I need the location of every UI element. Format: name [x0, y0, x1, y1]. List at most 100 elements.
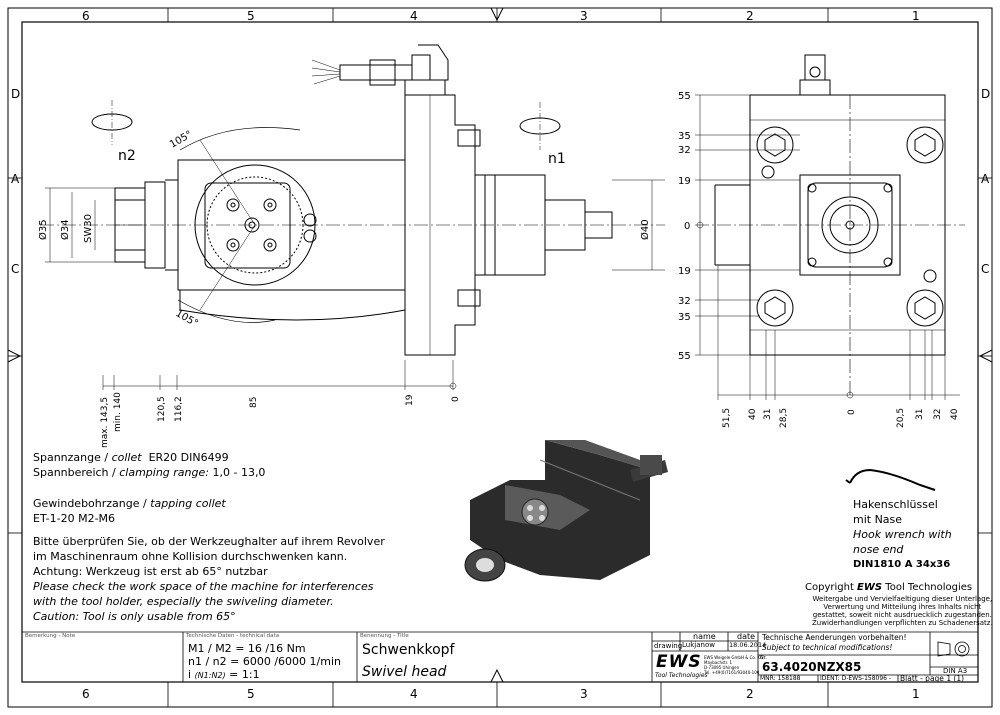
- wrench-de-1: Hakenschlüssel: [853, 498, 938, 511]
- frame-labels: 6 5 4 3 2 1 6 5 4 3 2 1 D C D C A A: [11, 9, 990, 701]
- projection-symbol-icon: [937, 641, 970, 657]
- warning-de-1: Bitte überprüfen Sie, ob der Werkzeughal…: [33, 535, 385, 548]
- wrench-en-1: Hook wrench with: [853, 528, 952, 541]
- side-view-labels: 55 35 32 19 0 19 32 35 55 51,5 40 31 28,…: [678, 91, 960, 428]
- row-label-d-right: D: [981, 87, 990, 101]
- company-line-1: EWS Weigele GmbH & Co. KG: [704, 655, 764, 660]
- ratio-line: i (N1:N2) = 1:1: [188, 669, 260, 680]
- drawing-date: 18.06.2014: [729, 641, 767, 649]
- side-dim-51-5: 51,5: [722, 408, 732, 428]
- dim-120-5: 120,5: [157, 396, 167, 422]
- sheet-value: 1 (1): [946, 674, 965, 683]
- drawing-number: 63.4020NZX85: [762, 660, 862, 674]
- dim-d34: Ø34: [59, 219, 71, 240]
- mnr-number: MNR: 158188: [760, 675, 801, 682]
- warning-de-2: im Maschinenraum ohne Kollision durchsch…: [33, 550, 348, 563]
- col-label-1-bottom: 1: [912, 687, 920, 701]
- title-en: Swivel head: [362, 664, 447, 680]
- warning-en-1: Please check the work space of the machi…: [33, 580, 374, 593]
- side-dim-19-top: 19: [678, 176, 691, 187]
- col-label-6: 6: [82, 9, 90, 23]
- side-dim-35-top: 35: [678, 131, 691, 142]
- company-address: EWS Weigele GmbH & Co. KG Maybachstr. 1 …: [704, 655, 763, 675]
- wrench-en-2: nose end: [853, 543, 904, 556]
- wrench-spec: DIN1810 A 34x36: [853, 559, 951, 570]
- notes-block: Spannzange / collet ER20 DIN6499 Spannbe…: [33, 450, 385, 624]
- ews-logo: EWS: [656, 652, 702, 672]
- ews-logo-sub: Tool Technologies: [655, 672, 708, 679]
- side-dim-19-bottom: 19: [678, 266, 691, 277]
- range-en: clamping range:: [119, 466, 209, 479]
- speed-label: n1 / n2: [188, 655, 227, 668]
- side-marker-left: A: [11, 172, 20, 186]
- nr-label: Nr.: [760, 655, 767, 661]
- paper-format: DIN A3: [943, 667, 968, 675]
- drawer-name: Lukjanow: [682, 641, 715, 649]
- dim-min-140: min. 140: [113, 392, 123, 432]
- side-dim-35-bottom: 35: [678, 312, 691, 323]
- sheet-frame: [7, 7, 993, 708]
- company-line-3: D-73095 Uhingen: [704, 665, 740, 670]
- side-dim-32-right: 32: [933, 409, 943, 420]
- side-dim-0: 0: [684, 221, 690, 232]
- tech-data-label: Technische Daten - technical data: [186, 633, 280, 639]
- row-label-c: C: [11, 262, 19, 276]
- side-dim-31-right: 31: [915, 409, 925, 420]
- col-label-4-bottom: 4: [410, 687, 418, 701]
- front-view-labels: n2 n1 105° 105° Ø35 Ø34 SW30 Ø40 max. 14…: [37, 129, 651, 448]
- torque-value: = 16 /16 Nm: [235, 642, 306, 655]
- collet-spec: ER20 DIN6499: [148, 451, 229, 464]
- dim-sw30: SW30: [83, 214, 94, 243]
- dim-0: 0: [451, 396, 461, 402]
- side-dim-55-top: 55: [678, 91, 691, 102]
- side-marker-right: A: [981, 172, 990, 186]
- rotation-label-n1: n1: [548, 151, 566, 167]
- dim-d35: Ø35: [37, 219, 49, 240]
- copyright-line-2: Verwertung und Mitteilung ihres Inhalts …: [823, 603, 982, 611]
- copyright-title: Copyright EWS Tool Technologies: [805, 583, 972, 593]
- title-de: Schwenkkopf: [362, 642, 455, 658]
- copyright-prefix: Copyright: [805, 582, 858, 593]
- tapping-spec: ET-1-20 M2-M6: [33, 512, 116, 525]
- tapping-line: Gewindebohrzange / tapping collet: [33, 496, 385, 511]
- col-label-3: 3: [580, 9, 588, 23]
- title-block-grid: [22, 631, 978, 682]
- angle-label-top: 105°: [168, 129, 194, 151]
- sheet-info: Blatt - page 1 (1): [900, 675, 964, 683]
- copyright-brand: EWS: [857, 582, 883, 593]
- ratio-sub: (N1:N2): [194, 671, 226, 680]
- col-label-5-bottom: 5: [247, 687, 255, 701]
- ratio-label: i: [188, 668, 192, 681]
- designation-label: Benennung - Title: [360, 633, 409, 639]
- dim-max-143-5: max. 143,5: [100, 397, 110, 448]
- wrench-note: Hakenschlüssel mit Nase Hook wrench with…: [853, 497, 952, 572]
- drawing-label: drawing: [654, 642, 683, 650]
- change-note-en: Subject to technical modifications!: [762, 643, 893, 652]
- range-val: 1,0 - 13,0: [212, 466, 266, 479]
- side-dim-55-bottom: 55: [678, 351, 691, 362]
- rotation-label-n2: n2: [118, 148, 136, 164]
- range-de: Spannbereich /: [33, 466, 116, 479]
- sheet-label: Blatt - page: [900, 674, 944, 683]
- note-label: Bemerkung - Note: [25, 633, 76, 639]
- change-note-de: Technische Aenderungen vorbehalten!: [762, 633, 907, 642]
- col-label-1: 1: [912, 9, 920, 23]
- front-view: [40, 44, 665, 390]
- dim-d40: Ø40: [639, 219, 651, 240]
- company-line-2: Maybachstr. 1: [704, 660, 733, 665]
- dim-116-2: 116,2: [174, 396, 184, 422]
- dim-85: 85: [249, 397, 259, 408]
- copyright-line-1: Weitergabe und Vervielfaeltigung dieser …: [812, 595, 993, 603]
- name-header: name: [693, 632, 716, 641]
- side-dim-32-top: 32: [678, 145, 691, 156]
- side-dim-31-left: 31: [763, 409, 773, 420]
- copyright-line-4: Zuwiderhandlungen verpflichten zu Schade…: [812, 619, 993, 627]
- hook-wrench-icon: [845, 468, 936, 491]
- side-dim-40-left: 40: [748, 408, 758, 420]
- speed-value: = 6000 /6000 1/min: [230, 655, 341, 668]
- wrench-de-2: mit Nase: [853, 513, 903, 526]
- col-label-2-bottom: 2: [746, 687, 754, 701]
- col-label-4: 4: [410, 9, 418, 23]
